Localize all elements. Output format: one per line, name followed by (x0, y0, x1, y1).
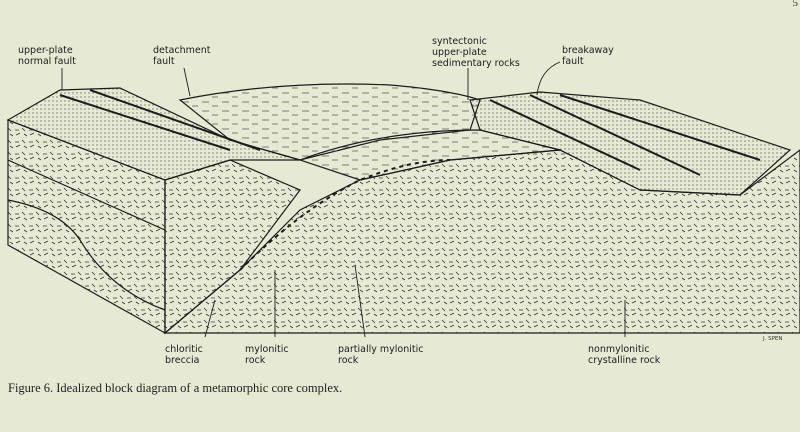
label-breakaway-fault: breakaway fault (562, 45, 614, 67)
artist-signature: J. SPEN (763, 336, 783, 342)
label-leader-lines (61, 61, 626, 338)
label-partially-mylonitic-rock: partially mylonitic rock (338, 344, 424, 366)
label-detachment-fault: detachment fault (153, 45, 211, 67)
label-upper-plate-normal-fault: upper-plate normal fault (18, 45, 76, 67)
strata-bedding-lines-right (489, 94, 761, 176)
label-syntectonic-sedimentary-rocks: syntectonic upper-plate sedimentary rock… (432, 36, 520, 69)
leader-line (536, 61, 561, 96)
figure-caption: Figure 6. Idealized block diagram of a m… (8, 381, 343, 395)
leader-line (183, 67, 191, 97)
leader-line (204, 299, 216, 338)
label-mylonitic-rock: mylonitic rock (245, 344, 289, 366)
label-nonmylonitic-crystalline-rock: nonmylonitic crystalline rock (588, 344, 661, 366)
syntectonic-sedimentary-rocks (469, 91, 792, 196)
label-chloritic-breccia: chloritic breccia (165, 344, 203, 366)
upper-plate-layer-boundaries (7, 159, 166, 311)
leader-line (354, 264, 366, 338)
page-number: 5 (792, 0, 799, 9)
detachment-fault-trace (239, 159, 451, 271)
